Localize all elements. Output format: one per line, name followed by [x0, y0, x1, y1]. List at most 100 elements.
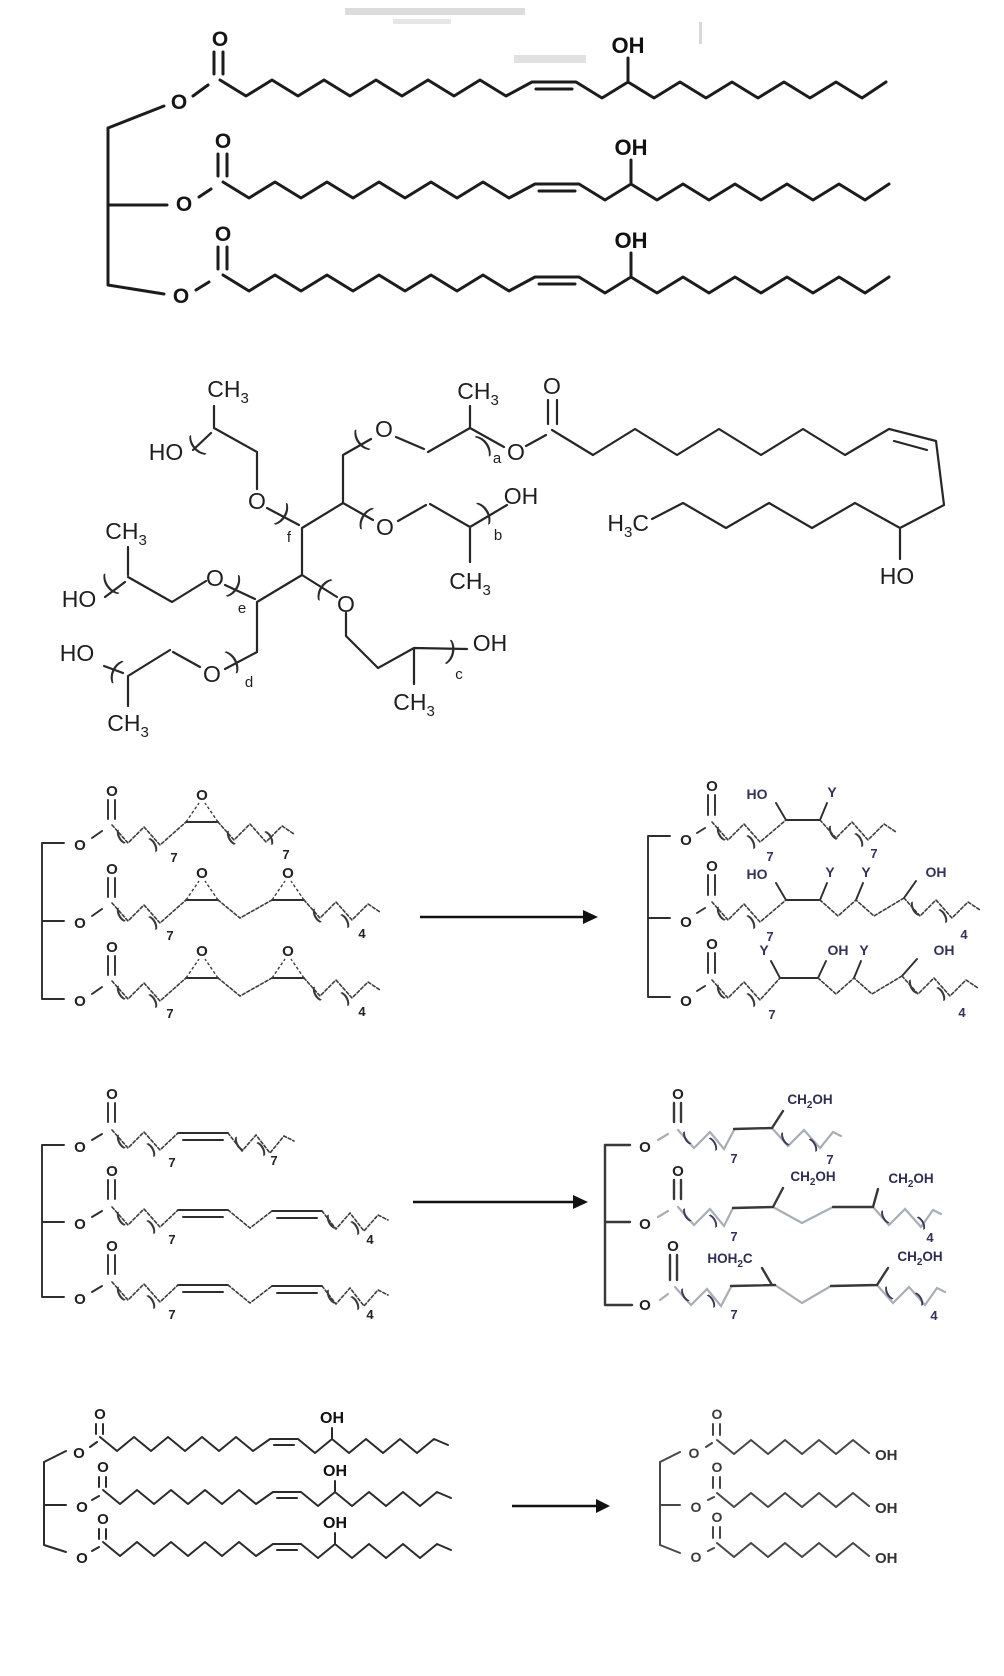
structure-unsaturated-triglyceride: O O O O O O ( ) ( ) ( ) ( ) ( ) ( ) 7 7 … [41, 1086, 389, 1322]
hydroxyl-label: OH [615, 135, 648, 160]
epoxide-oxygen-label: O [282, 943, 294, 960]
repeat-subscript-7: 7 [168, 1307, 175, 1322]
bond [647, 794, 918, 998]
paren-marks: ( ) ( ) ( ) ( ) ( ) ( ) [714, 824, 951, 1008]
paren-mark: ( [310, 985, 323, 1003]
bond-dashed [711, 819, 981, 1002]
carbonyl-oxygen-label: O [106, 1238, 118, 1255]
branch-subscript-c: c [455, 666, 463, 683]
hydroxyl-label: OH [323, 1515, 347, 1532]
carbonyl-oxygen-label: O [712, 1406, 723, 1422]
hydroxyl-label: HO [149, 439, 184, 465]
branch-subscript-e: e [238, 600, 246, 617]
hydroxyl-label: HO [747, 786, 768, 802]
paren-mark: ( [106, 653, 127, 684]
repeat-subscript-4: 4 [358, 1004, 366, 1019]
hydroxymethyl-label: CH2OH [897, 1249, 942, 1268]
reaction-arrow-epoxide-opening [420, 910, 598, 924]
paren-mark: ( [324, 1213, 337, 1231]
paren-mark: ) [854, 830, 867, 848]
reaction-arrow-to-triol [512, 1499, 610, 1513]
reaction-arrow-hydroxymethylation [413, 1195, 588, 1209]
ester-oxygen-label: O [74, 1139, 86, 1156]
paren-mark: ) [914, 1289, 926, 1306]
paren-marks: ( ) ( ) ( ) ( ) ( ) ( ) [114, 828, 353, 1009]
paren-mark: ( [114, 906, 127, 924]
carbonyl-oxygen-label: O [106, 783, 118, 800]
repeat-subscript-4: 4 [930, 1308, 938, 1323]
ester-oxygen-label: O [691, 1549, 702, 1565]
carbonyl-oxygen-label: O [706, 858, 718, 875]
branch-subscript-b: b [494, 527, 502, 544]
paren-mark: ( [878, 1208, 890, 1225]
hydroxyl-label: OH [504, 483, 539, 509]
paren-mark: ) [264, 828, 277, 846]
carbonyl-oxygen-label: O [94, 1406, 106, 1423]
paren-mark: ( [678, 1286, 690, 1303]
paren-mark: ( [680, 1206, 692, 1223]
hydroxyl-label: OH [323, 1463, 347, 1480]
repeat-subscript-7: 7 [766, 849, 773, 864]
paren-mark: ( [181, 431, 207, 460]
hydroxyl-label: OH [828, 942, 849, 958]
ester-oxygen-label: O [74, 915, 86, 932]
hydroxyl-label: OH [875, 1550, 898, 1567]
carbonyl-oxygen-label: O [215, 130, 231, 153]
carbonyl-oxygen-label: O [97, 1459, 109, 1476]
hydroxyl-label: OH [934, 942, 955, 958]
methyl-label: CH3 [457, 378, 499, 409]
bond-dashed [111, 821, 381, 1003]
hydroxyl-label: HO [880, 563, 915, 589]
carbonyl-oxygen-label: O [212, 28, 228, 51]
paren-mark: ( [714, 983, 727, 1001]
paren-mark: ( [714, 825, 727, 843]
hydroxymethyl-label: CH2OH [888, 1171, 933, 1190]
paren-mark: ) [146, 1292, 159, 1310]
scan-artifacts [345, 8, 702, 63]
hydroxymethyl-label: CH2OH [790, 1169, 835, 1188]
bond [41, 799, 305, 1000]
ether-oxygen-label: O [248, 488, 266, 514]
paren-mark: ( [826, 824, 839, 842]
methyl-label: CH3 [105, 518, 147, 549]
paren-mark: ( [312, 571, 336, 601]
ester-oxygen-label: O [73, 1445, 85, 1462]
ether-oxygen-label: O [376, 514, 394, 540]
paren-mark: ) [808, 1135, 820, 1152]
smudge [699, 22, 702, 44]
hydroxyl-label: OH [612, 33, 645, 58]
carbonyl-oxygen-label: O [106, 939, 118, 956]
y-substituent-label: Y [859, 942, 869, 958]
carbonyl-oxygen-label: O [712, 1459, 723, 1475]
ether-oxygen-label: O [375, 416, 393, 442]
repeat-subscript-7: 7 [768, 1007, 775, 1022]
bond-dark [603, 1101, 890, 1307]
epoxide-oxygen-label: O [196, 943, 208, 960]
repeat-subscript-4: 4 [926, 1230, 934, 1245]
smudge [514, 55, 586, 63]
paren-mark: ( [324, 1288, 337, 1306]
paren-mark: ) [746, 990, 759, 1008]
ester-oxygen-label: O [680, 914, 692, 931]
paren-mark: ( [310, 907, 323, 925]
ether-oxygen-label: O [206, 565, 224, 591]
repeat-subscript-7: 7 [170, 850, 177, 865]
paren-mark: ( [908, 900, 921, 918]
methyl-label: CH3 [449, 568, 491, 599]
repeat-subscript-7: 7 [168, 1232, 175, 1247]
hydroxyl-label: OH [320, 1410, 344, 1427]
carbonyl-oxygen-label: O [215, 223, 231, 246]
bond-dashed [111, 1129, 389, 1308]
carbonyl-oxygen-label: O [706, 778, 718, 795]
hydroxyl-label: OH [615, 228, 648, 253]
paren-marks: ( ) ( ) ( ) ( ) ( ) ( ) [114, 1133, 363, 1311]
carbonyl-oxygen-label: O [672, 1086, 684, 1103]
ester-oxygen-label: O [680, 993, 692, 1010]
paren-mark: ) [146, 1140, 159, 1158]
repeat-subscript-7: 7 [166, 1006, 173, 1021]
methyl-label: H3C [607, 510, 649, 541]
ester-oxygen-label: O [680, 832, 692, 849]
y-substituent-label: Y [827, 784, 837, 800]
carbonyl-oxygen-label: O [672, 1163, 684, 1180]
